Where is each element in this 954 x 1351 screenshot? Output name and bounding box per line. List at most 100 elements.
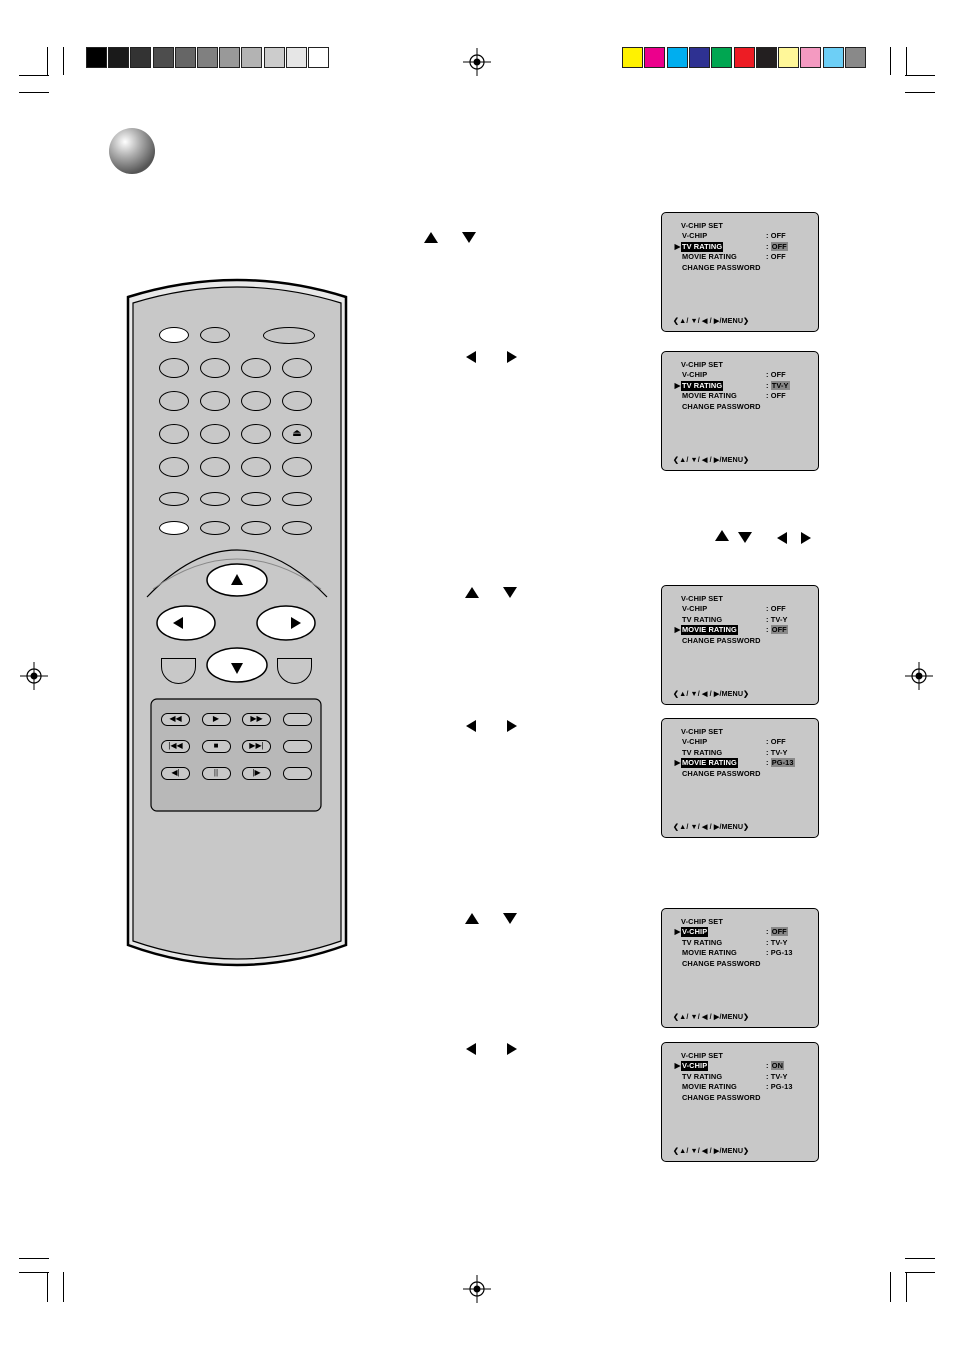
- keypad-button[interactable]: [282, 457, 312, 477]
- power-button[interactable]: [159, 327, 189, 343]
- osd-navigation-hint: ❮▲/ ▼/ ◀ / ▶/MENU❯: [673, 316, 750, 325]
- osd-row-value: : PG-13: [766, 948, 793, 957]
- up-arrow-icon: [465, 913, 479, 924]
- function-button[interactable]: [241, 492, 271, 506]
- registration-target-bottom: [463, 1275, 491, 1303]
- keypad-button[interactable]: [200, 457, 230, 477]
- osd-title: V-CHIP SET: [681, 917, 723, 926]
- up-arrow-icon: [465, 587, 479, 598]
- function-button[interactable]: [241, 521, 271, 535]
- keypad-button[interactable]: [282, 391, 312, 411]
- registration-target-top: [463, 48, 491, 76]
- transport-icon: ■: [213, 741, 219, 750]
- osd-menu-row: CHANGE PASSWORD: [674, 959, 814, 969]
- osd-title: V-CHIP SET: [681, 727, 723, 736]
- osd-row-label: CHANGE PASSWORD: [682, 401, 761, 411]
- down-arrow-icon: [462, 232, 476, 243]
- osd-menu-row: MOVIE RATING: OFF: [674, 391, 814, 401]
- osd-menu-row: TV RATING: TV-Y: [674, 748, 814, 758]
- transport-icon: ▶▶: [250, 714, 263, 723]
- menu-button[interactable]: [159, 521, 189, 535]
- osd-title: V-CHIP SET: [681, 221, 723, 230]
- osd-menu-row: CHANGE PASSWORD: [674, 769, 814, 779]
- osd-row-label: TV RATING: [682, 614, 723, 624]
- function-button[interactable]: [200, 521, 230, 535]
- transport-icon: ▶: [212, 714, 220, 723]
- osd-navigation-hint: ❮▲/ ▼/ ◀ / ▶/MENU❯: [673, 822, 750, 831]
- wide-top-button[interactable]: [263, 327, 315, 344]
- left-arrow-icon: [173, 617, 183, 629]
- navigation-pad: [156, 563, 316, 683]
- color-swatch: [778, 47, 800, 68]
- left-arrow-icon: [466, 1043, 476, 1055]
- transport-button[interactable]: ◀◀: [161, 713, 190, 726]
- color-swatch: [822, 47, 844, 68]
- function-button[interactable]: [282, 521, 312, 535]
- transport-button[interactable]: |◀◀: [161, 740, 190, 753]
- osd-row-value: : OFF: [766, 625, 788, 634]
- transport-button[interactable]: |▶: [242, 767, 271, 780]
- keypad-button[interactable]: [200, 424, 230, 444]
- transport-button[interactable]: ■: [201, 740, 231, 753]
- transport-button[interactable]: ◀|: [161, 767, 190, 780]
- osd-row-value: : TV-Y: [766, 380, 790, 390]
- nav-right-button[interactable]: [256, 605, 316, 641]
- function-button[interactable]: [282, 492, 312, 506]
- osd-row-value: : TV-Y: [766, 614, 788, 624]
- registration-target-left: [20, 662, 48, 690]
- nav-left-button[interactable]: [156, 605, 216, 641]
- osd-menu-row: V-CHIP : OFF: [674, 370, 814, 380]
- transport-button[interactable]: ▶: [201, 713, 231, 726]
- keypad-button[interactable]: [159, 391, 189, 411]
- transport-button[interactable]: [282, 740, 312, 753]
- color-swatch: [666, 47, 688, 68]
- keypad-button[interactable]: [200, 391, 230, 411]
- left-arrow-icon: [777, 532, 787, 544]
- osd-row-label: CHANGE PASSWORD: [682, 1092, 761, 1102]
- color-swatch: [622, 47, 643, 68]
- registration-target-right: [905, 662, 933, 690]
- function-button[interactable]: [200, 492, 230, 506]
- gray-swatch: [108, 47, 130, 68]
- osd-row-value: : TV-Y: [766, 747, 788, 757]
- osd-row-label: V-CHIP: [682, 370, 708, 379]
- keypad-button[interactable]: [200, 358, 230, 378]
- gray-swatch: [285, 47, 307, 68]
- transport-button[interactable]: ||: [201, 767, 231, 780]
- keypad-button[interactable]: [241, 457, 271, 477]
- osd-menu-row: V-CHIP: OFF: [674, 737, 814, 747]
- osd-row-label: MOVIE RATING: [681, 758, 738, 768]
- transport-button[interactable]: [282, 713, 312, 726]
- keypad-button[interactable]: [282, 358, 312, 378]
- right-arrow-icon: [507, 1043, 517, 1055]
- remote-control: ⏏ ◀◀▶▶▶|◀◀■▶▶|◀||||▶: [125, 273, 349, 973]
- osd-row-value: : OFF: [766, 391, 786, 400]
- transport-button[interactable]: ▶▶: [242, 713, 271, 726]
- osd-menu-row: ▶MOVIE RATING: OFF: [674, 625, 814, 635]
- keypad-button[interactable]: [159, 424, 189, 444]
- transport-button[interactable]: [282, 767, 312, 780]
- gray-swatch: [86, 47, 107, 68]
- osd-row-label: V-CHIP: [682, 231, 708, 240]
- eject-button[interactable]: ⏏: [282, 424, 312, 444]
- transport-button[interactable]: ▶▶|: [242, 740, 271, 753]
- transport-icon: ||: [213, 768, 219, 777]
- keypad-button[interactable]: [241, 424, 271, 444]
- keypad-button[interactable]: [241, 358, 271, 378]
- osd-row-label: CHANGE PASSWORD: [682, 262, 761, 272]
- osd-row-value: : OFF: [766, 370, 786, 379]
- function-button[interactable]: [159, 492, 189, 506]
- keypad-button[interactable]: [241, 391, 271, 411]
- function-button[interactable]: [200, 327, 230, 343]
- osd-row-value: : OFF: [766, 927, 788, 936]
- osd-menu-row: TV RATING : TV-Y: [674, 615, 814, 625]
- osd-menu-row: TV RATING: TV-Y: [674, 1072, 814, 1082]
- keypad-button[interactable]: [159, 358, 189, 378]
- osd-navigation-hint: ❮▲/ ▼/ ◀ / ▶/MENU❯: [673, 1146, 750, 1155]
- keypad-button[interactable]: [159, 457, 189, 477]
- gray-swatch: [130, 47, 152, 68]
- right-arrow-icon: [801, 532, 811, 544]
- right-arrow-icon: [507, 720, 517, 732]
- osd-row-value: : OFF: [766, 252, 786, 261]
